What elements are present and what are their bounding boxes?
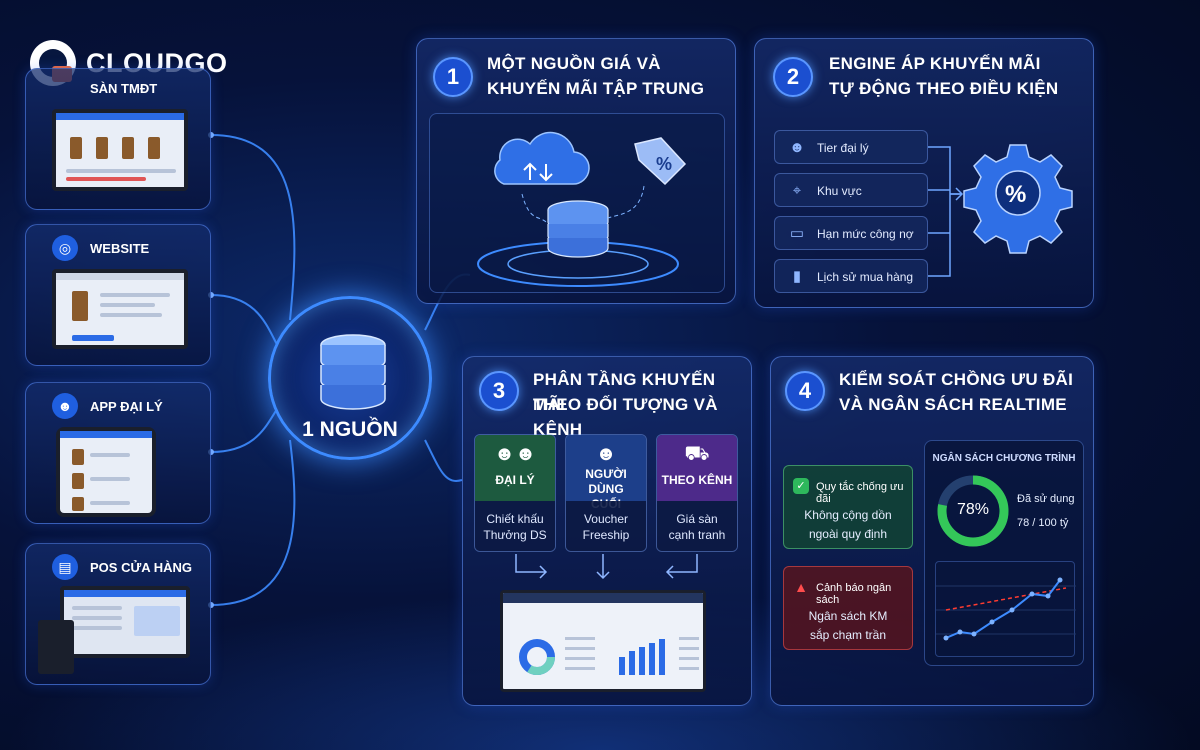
pos-terminal bbox=[38, 620, 74, 674]
channel-label: WEBSITE bbox=[90, 241, 150, 256]
channel-label: SÀN TMĐT bbox=[90, 81, 158, 96]
condition-purchase-history: ▮ Lịch sử mua hàng bbox=[774, 259, 928, 293]
users-icon: ☻ bbox=[52, 393, 78, 419]
step-number: 1 bbox=[433, 57, 473, 97]
hub-circle bbox=[268, 296, 432, 460]
channel-label: APP ĐẠI LÝ bbox=[90, 399, 163, 414]
panel-central-source: 1 MỘT NGUỒN GIÁ VÀ KHUYẾN MÃI TẬP TRUNG … bbox=[416, 38, 736, 304]
globe-icon: ◎ bbox=[52, 235, 78, 261]
tier-arrows bbox=[515, 554, 698, 580]
engine-gear: % bbox=[928, 144, 1073, 277]
tier-head: ☻ NGƯỜI DÙNGCUỐI bbox=[566, 435, 646, 511]
panel-title-line1: MỘT NGUỒN GIÁ VÀ bbox=[487, 54, 661, 73]
budget-used-label: Đã sử dụng bbox=[1017, 493, 1075, 505]
channel-card-agent-app: ☻ APP ĐẠI LÝ bbox=[25, 382, 211, 524]
cloud-database-illustration: % bbox=[477, 131, 687, 287]
tier-title: ĐẠI LÝ bbox=[495, 473, 535, 487]
condition-region: ⌖ Khu vực bbox=[774, 173, 928, 207]
bar-chart-icon: ▮ bbox=[792, 268, 802, 285]
warning-icon: ▲ bbox=[794, 579, 808, 595]
channel-card-pos: ▤ POS CỬA HÀNG bbox=[25, 543, 211, 685]
condition-credit-limit: ▭ Hạn mức công nợ bbox=[774, 216, 928, 250]
dashboard-mockup bbox=[500, 590, 706, 692]
channel-card-marketplace: SÀN TMĐT bbox=[25, 68, 211, 210]
budget-trend-chart bbox=[935, 561, 1076, 657]
panel-title-line2: TỰ ĐỘNG THEO ĐIỀU KIỆN bbox=[829, 79, 1059, 98]
channel-label: POS CỬA HÀNG bbox=[90, 560, 193, 575]
budget-used-value: 78 / 100 tỷ bbox=[1017, 517, 1069, 529]
condition-label: Khu vực bbox=[817, 184, 862, 198]
budget-percent: 78% bbox=[956, 501, 990, 518]
laptop-screen bbox=[52, 269, 188, 349]
illustration-box: % bbox=[429, 113, 725, 293]
tier-head: ⛟ THEO KÊNH bbox=[657, 435, 737, 501]
budget-box: NGÂN SÁCH CHƯƠNG TRÌNH 78% Đã sử dụng 78… bbox=[924, 440, 1084, 666]
tablet-screen bbox=[56, 427, 156, 517]
store-icon: ▤ bbox=[52, 554, 78, 580]
credit-card-icon: ▭ bbox=[789, 225, 805, 242]
laptop-screen bbox=[52, 109, 188, 191]
condition-agent-tier: ☻ Tier đại lý bbox=[774, 130, 928, 164]
tier-head: ☻☻ ĐẠI LÝ bbox=[475, 435, 555, 501]
rule-title: Quy tắc chống ưu đãi bbox=[816, 481, 904, 505]
panel-title-line2: VÀ NGÂN SÁCH REALTIME bbox=[839, 395, 1067, 414]
tier-title: NGƯỜI DÙNGCUỐI bbox=[585, 467, 627, 511]
condition-label: Hạn mức công nợ bbox=[817, 227, 914, 241]
budget-donut bbox=[937, 475, 1009, 547]
panel-title-line1: ENGINE ÁP KHUYẾN MÃI bbox=[829, 54, 1041, 73]
user-icon: ☻ bbox=[595, 443, 617, 465]
cart-icon: ⛟ bbox=[684, 443, 710, 465]
condition-label: Lịch sử mua hàng bbox=[817, 270, 914, 284]
alert-title: Cảnh báo ngân sách bbox=[816, 582, 892, 606]
users-icon: ☻ bbox=[789, 139, 805, 156]
tier-title: THEO KÊNH bbox=[661, 473, 733, 487]
svg-text:%: % bbox=[656, 154, 672, 174]
pos-screen bbox=[60, 586, 190, 658]
gear-icon: % bbox=[963, 144, 1073, 254]
condition-label: Tier đại lý bbox=[817, 141, 869, 155]
users-icon: ☻☻ bbox=[493, 443, 537, 465]
channel-card-website: ◎ WEBSITE bbox=[25, 224, 211, 366]
panel-title-line1: KIỂM SOÁT CHỒNG ƯU ĐÃI bbox=[839, 370, 1074, 389]
panel-title-line1: PHÂN TẦNG KHUYẾN MÃI bbox=[533, 370, 716, 414]
hub-label: 1 NGUỒN bbox=[302, 418, 398, 441]
location-icon: ⌖ bbox=[792, 182, 802, 199]
step-number: 3 bbox=[479, 371, 519, 411]
database-icon bbox=[320, 334, 386, 410]
panel-title-line2: KHUYẾN MÃI TẬP TRUNG bbox=[487, 79, 705, 98]
budget-title: NGÂN SÁCH CHƯƠNG TRÌNH bbox=[932, 453, 1076, 464]
step-number: 2 bbox=[773, 57, 813, 97]
step-number: 4 bbox=[785, 371, 825, 411]
svg-text:%: % bbox=[1005, 181, 1026, 208]
shield-check-icon: ✓ bbox=[793, 478, 809, 494]
